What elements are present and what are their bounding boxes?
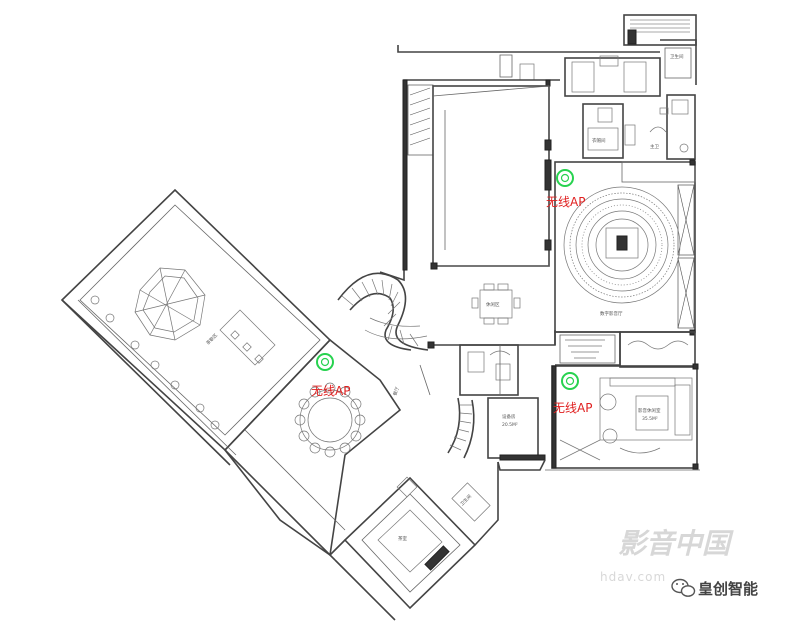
- ap-label: 无线AP: [546, 195, 586, 209]
- svg-text:休闲区: 休闲区: [486, 301, 500, 308]
- round-room: 数字影音厅: [554, 159, 696, 336]
- svg-text:主卫: 主卫: [650, 143, 659, 150]
- svg-text:卫生间: 卫生间: [670, 53, 684, 60]
- svg-text:35.5M²: 35.5M²: [642, 416, 658, 422]
- svg-text:茶室: 茶室: [398, 535, 407, 542]
- lounge-room: 影音休闲室 35.5M²: [551, 363, 699, 470]
- ap-marker-1: [556, 169, 574, 187]
- watermark-url: hdav.com: [600, 570, 667, 584]
- svg-text:餐厅: 餐厅: [391, 385, 401, 396]
- ap-label: 无线AP: [311, 384, 351, 398]
- watermark-logo: 影音中国: [618, 527, 731, 560]
- bottom-rooms: 茶室 卫生间: [329, 459, 700, 621]
- svg-text:20.5M²: 20.5M²: [502, 422, 518, 428]
- ap-label: 无线AP: [553, 401, 593, 415]
- ap-marker-2: [316, 353, 334, 371]
- brand-name: 皇创智能: [698, 580, 759, 598]
- center-hall: 休闲区: [337, 271, 556, 351]
- svg-text:卫生间: 卫生间: [458, 493, 473, 508]
- upper-main-room: [402, 79, 560, 272]
- svg-text:设备房: 设备房: [502, 413, 516, 420]
- svg-text:衣帽间: 衣帽间: [592, 137, 606, 144]
- mid-rooms: 设备房 20.5M²: [447, 331, 696, 461]
- left-wing: 茶歇区 餐厅: [60, 188, 431, 561]
- svg-text:茶歇区: 茶歇区: [204, 332, 219, 347]
- ap-marker-3: [561, 372, 579, 390]
- svg-text:数字影音厅: 数字影音厅: [600, 310, 623, 317]
- wechat-icon: [671, 578, 696, 597]
- svg-text:影音休闲室: 影音休闲室: [638, 407, 661, 414]
- top-service-block: 卫生间 衣帽间 主卫: [397, 14, 697, 160]
